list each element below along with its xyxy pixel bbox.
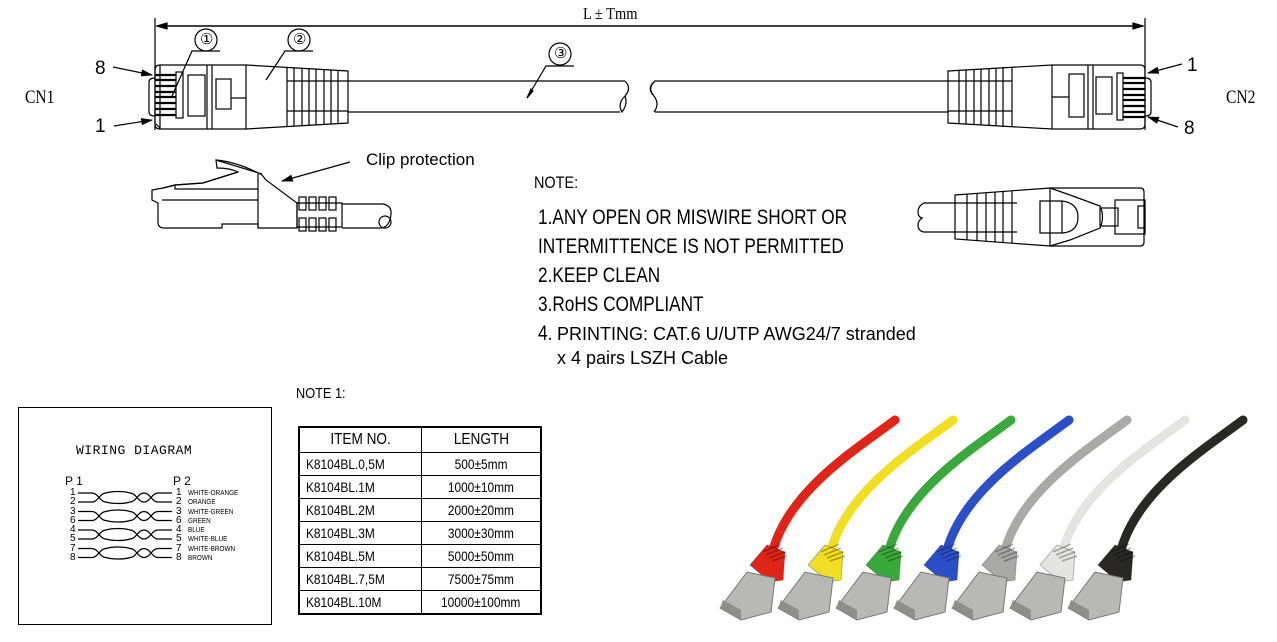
connector-cn1 bbox=[148, 50, 349, 130]
wiring-diagram-title: WIRING DIAGRAM bbox=[76, 443, 193, 458]
length-cell: 2000±20mm bbox=[421, 498, 542, 522]
wiring-p1-pin: 6 bbox=[70, 514, 76, 526]
length-cell: 500±5mm bbox=[421, 452, 542, 476]
notes-title: NOTE: bbox=[534, 173, 579, 192]
wiring-p1-pin: 7 bbox=[70, 542, 76, 554]
wiring-p1-pin: 1 bbox=[70, 487, 76, 498]
note-line-1b: INTERMITTENCE IS NOT PERMITTED bbox=[538, 235, 844, 258]
pin-arrows bbox=[112, 63, 1183, 128]
wiring-wire-color: WHITE-BLUE bbox=[188, 534, 228, 543]
patch-cable-white bbox=[1009, 415, 1190, 621]
length-cell: 1000±10mm bbox=[421, 475, 542, 499]
wiring-p2-pin: 6 bbox=[176, 514, 182, 526]
callout-2-circle bbox=[287, 28, 311, 52]
note-line-4-number: 4. bbox=[538, 322, 553, 345]
pin-label-cn2-bottom: 8 bbox=[1184, 118, 1195, 139]
wiring-p1-pin: 8 bbox=[70, 551, 76, 563]
patch-cable-grey bbox=[951, 415, 1132, 621]
length-cell: 7500±75mm bbox=[421, 567, 542, 591]
wiring-p2-pin: 3 bbox=[176, 505, 182, 517]
patch-cable-blue bbox=[893, 415, 1074, 621]
top-view-connector bbox=[917, 187, 1146, 247]
wiring-wire-color: BROWN bbox=[188, 552, 213, 562]
callout-3-circle bbox=[548, 42, 572, 66]
patch-cable-red bbox=[719, 415, 900, 621]
wiring-diagram-box bbox=[18, 407, 272, 625]
wiring-p1-pin: 4 bbox=[70, 524, 76, 535]
item-number-cell: K8104BL.1M bbox=[298, 475, 422, 499]
note-line-1: 1.ANY OPEN OR MISWIRE SHORT OR bbox=[538, 206, 848, 229]
wiring-p2-pin: 5 bbox=[176, 533, 182, 544]
wiring-wire-color: BLUE bbox=[188, 525, 205, 534]
patch-cable-green bbox=[835, 415, 1016, 621]
wiring-p2-pin: 1 bbox=[176, 487, 182, 498]
wiring-wire-color: GREEN bbox=[188, 515, 211, 525]
callout-1-label: ① bbox=[200, 32, 214, 48]
wiring-p2-header: P 2 bbox=[173, 474, 191, 488]
item-number-cell: K8104BL.5M bbox=[298, 544, 422, 568]
item-number-cell: K8104BL.10M bbox=[298, 590, 422, 615]
wiring-wire-color: WHITE-ORANGE bbox=[188, 488, 239, 497]
callout-3-label: ③ bbox=[554, 46, 568, 62]
pin-label-cn2-top: 1 bbox=[1187, 55, 1198, 76]
dimension-label: L ± Tmm bbox=[583, 4, 638, 23]
connector-cn2 bbox=[947, 64, 1152, 130]
table-header-row: ITEM NO. LENGTH bbox=[298, 426, 542, 453]
note-line-4b: x 4 pairs LSZH Cable bbox=[557, 348, 729, 368]
wiring-p2-pin: 8 bbox=[176, 551, 182, 563]
note-line-2: 2.KEEP CLEAN bbox=[538, 264, 661, 287]
wiring-p1-pin: 2 bbox=[70, 496, 76, 507]
note-line-3: 3.RoHS COMPLIANT bbox=[538, 293, 704, 316]
twisted-pair bbox=[78, 509, 172, 523]
item-number-cell: K8104BL.7,5M bbox=[298, 567, 422, 591]
wiring-wire-color: WHITE-GREEN bbox=[188, 506, 234, 516]
note-line-4: PRINTING: CAT.6 U/UTP AWG24/7 stranded bbox=[557, 324, 916, 344]
callout-1-circle bbox=[194, 28, 218, 52]
clip-protection-label: Clip protection bbox=[366, 150, 475, 169]
wiring-p1-header: P 1 bbox=[65, 474, 83, 488]
item-number-cell: K8104BL.0,5M bbox=[298, 452, 422, 476]
cable bbox=[348, 65, 948, 114]
length-cell: 5000±50mm bbox=[421, 544, 542, 568]
length-cell: 10000±100mm bbox=[421, 590, 542, 615]
header-length: LENGTH bbox=[421, 426, 542, 453]
connector-label-cn2: CN2 bbox=[1226, 87, 1256, 108]
wiring-p1-pin: 3 bbox=[70, 505, 76, 517]
callout-2-label: ② bbox=[293, 32, 307, 48]
pin-label-cn1-bottom: 1 bbox=[95, 116, 106, 137]
pin-label-cn1-top: 8 bbox=[95, 58, 106, 79]
wiring-wire-color: ORANGE bbox=[188, 497, 216, 506]
length-cell: 3000±30mm bbox=[421, 521, 542, 545]
wiring-p1-pin: 5 bbox=[70, 533, 76, 544]
twisted-pair bbox=[78, 546, 172, 560]
side-view-connector bbox=[151, 159, 392, 232]
wiring-wire-color: WHITE-BROWN bbox=[188, 543, 236, 553]
wiring-p2-pin: 7 bbox=[176, 542, 182, 554]
twisted-pair bbox=[78, 527, 172, 542]
patch-cable-yellow bbox=[777, 415, 958, 621]
patch-cable-black bbox=[1067, 415, 1248, 621]
wiring-p2-pin: 2 bbox=[176, 496, 182, 507]
item-number-cell: K8104BL.2M bbox=[298, 498, 422, 522]
note1-label: NOTE 1: bbox=[296, 385, 346, 402]
connector-label-cn1: CN1 bbox=[25, 87, 55, 108]
twisted-pair bbox=[78, 490, 172, 505]
wiring-p2-pin: 4 bbox=[176, 524, 182, 535]
